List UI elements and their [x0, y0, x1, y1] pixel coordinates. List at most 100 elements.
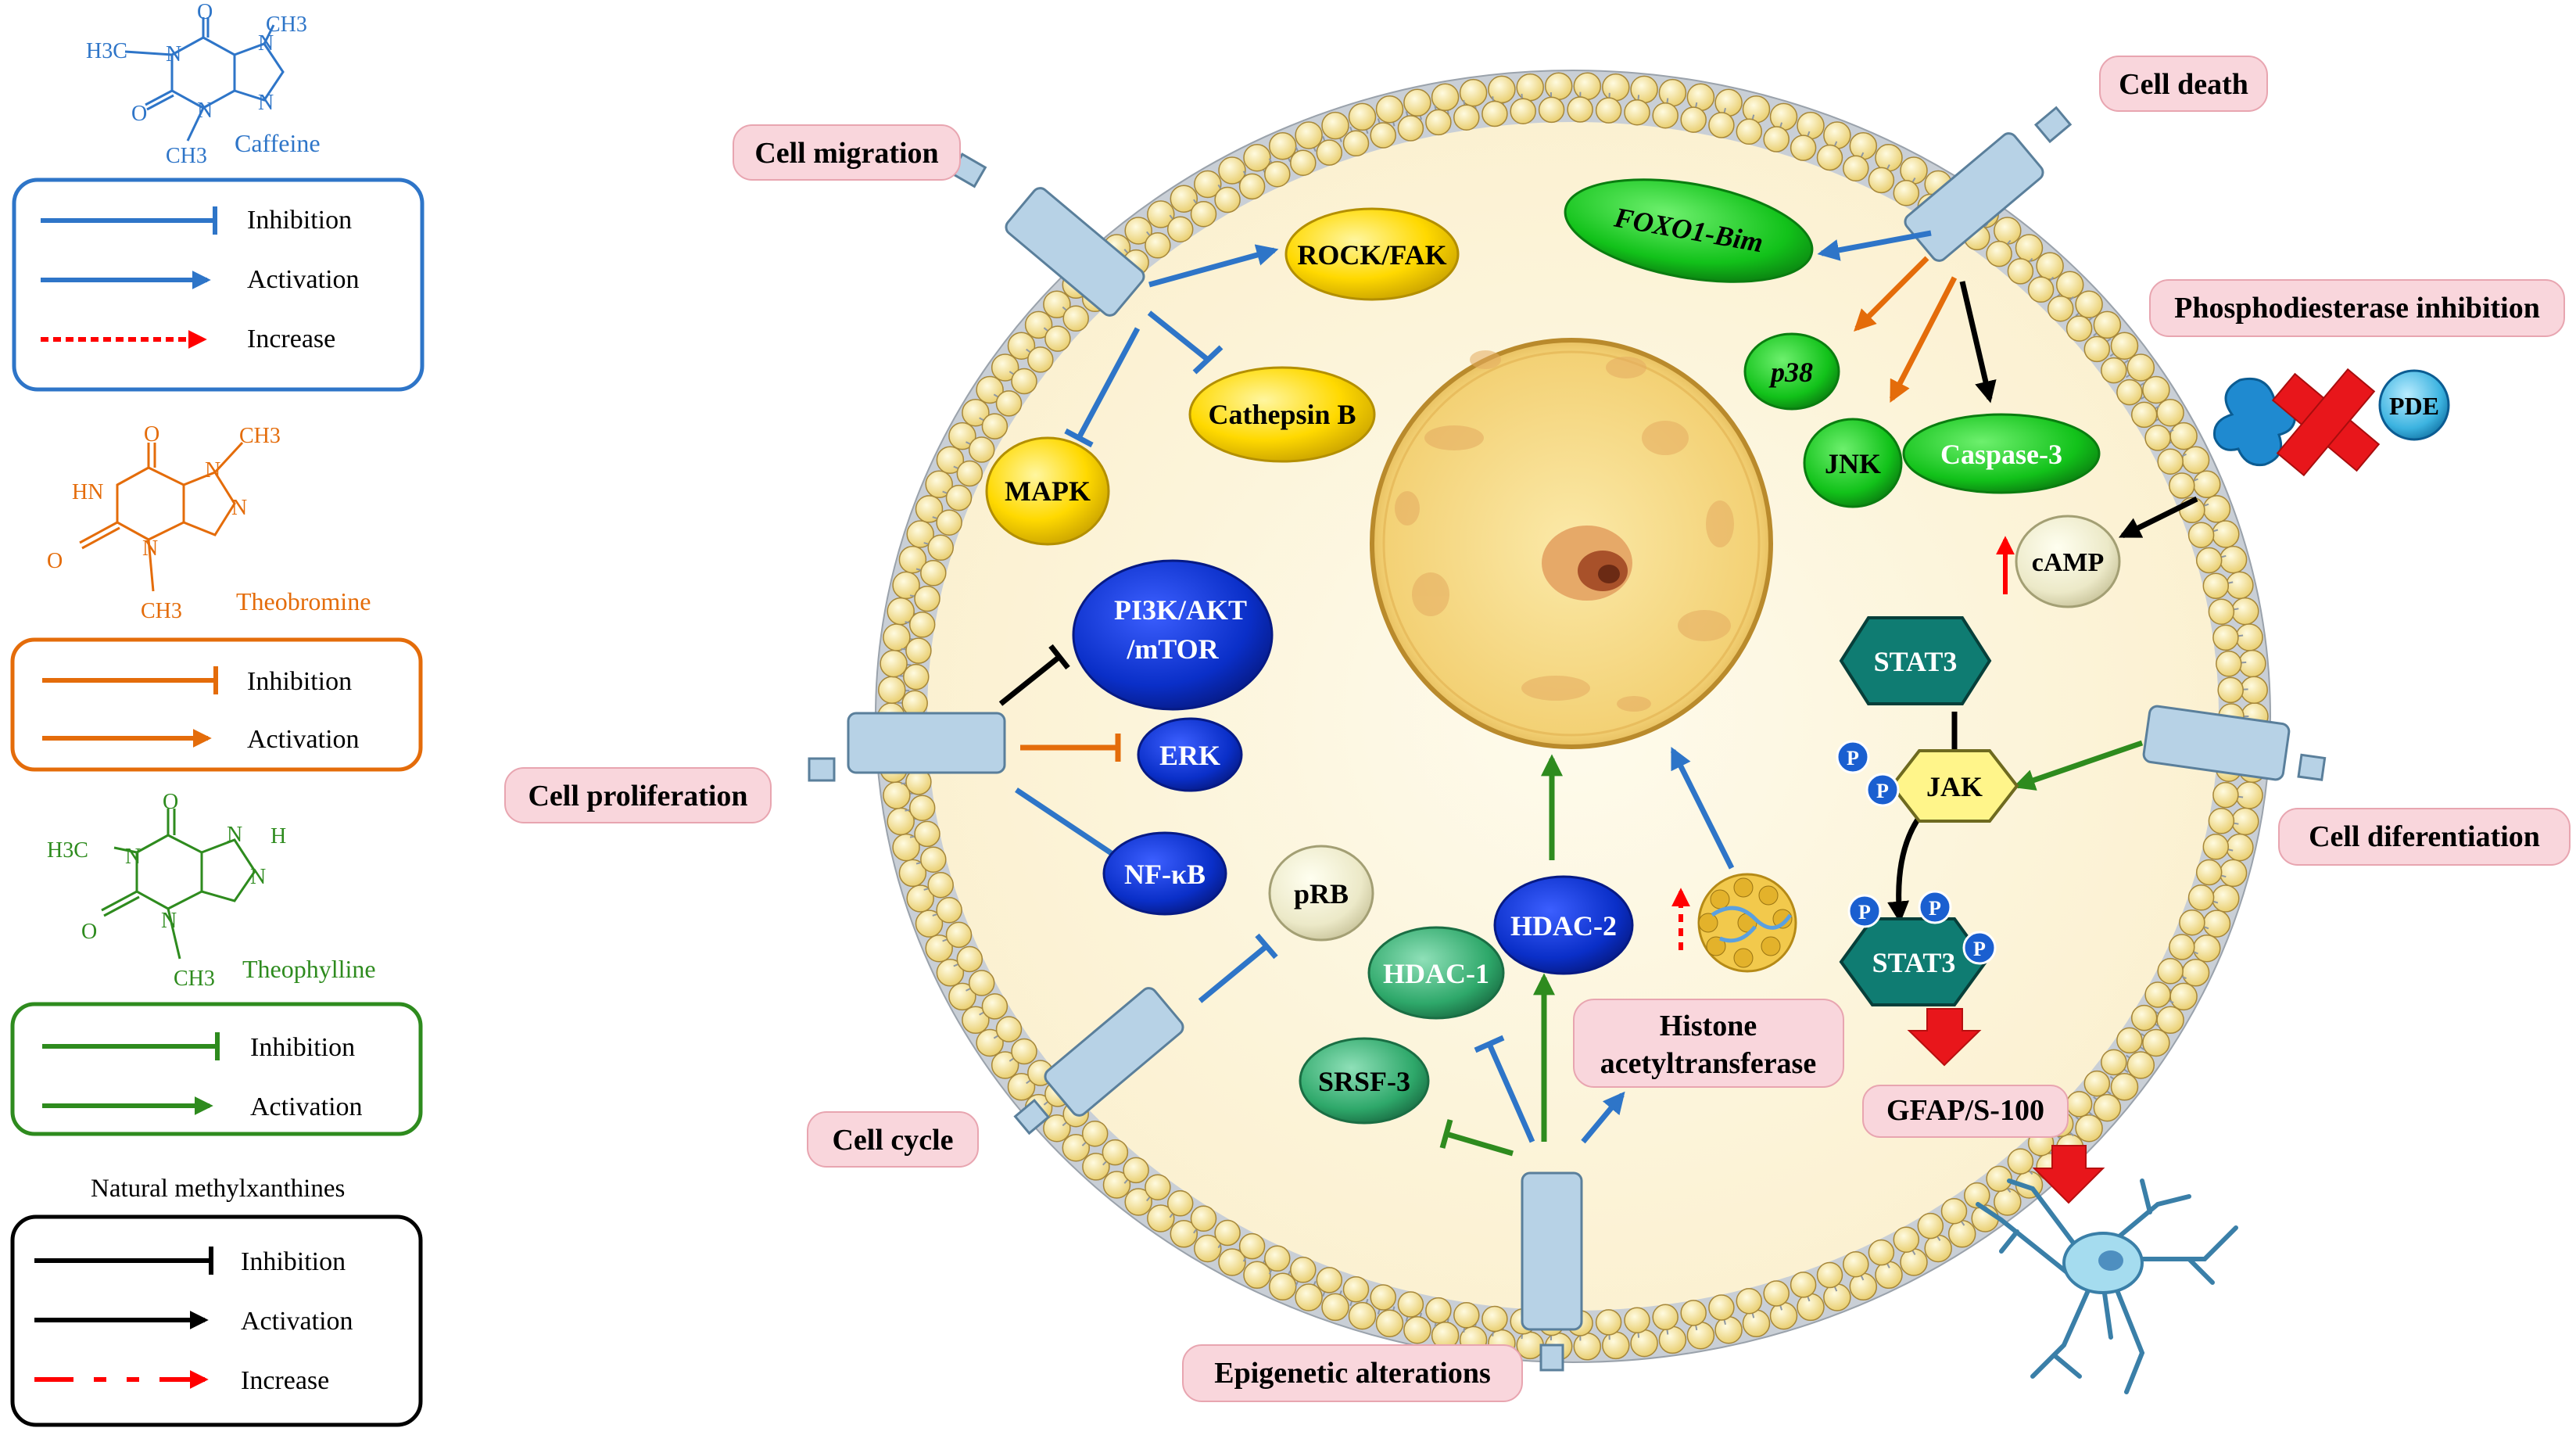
- phospho-label-1: P: [1847, 747, 1859, 770]
- nucleolus: [1542, 526, 1632, 601]
- svg-text:STAT3: STAT3: [1874, 646, 1958, 677]
- lipid-head: [2093, 1093, 2122, 1122]
- lipid-head: [2101, 357, 2127, 384]
- lipid-head: [1243, 143, 1271, 172]
- lipid-head: [1630, 75, 1658, 104]
- lipid-head: [1964, 1182, 1990, 1209]
- lipid-head: [1714, 88, 1743, 117]
- lipid-head: [2055, 271, 2084, 300]
- lipid-head: [2226, 571, 2254, 600]
- lipid-head: [1124, 1188, 1152, 1216]
- theophylline-o-left-label: O: [81, 920, 97, 944]
- lipid-head: [1145, 232, 1171, 259]
- svg-text:ERK: ERK: [1159, 740, 1220, 771]
- lipid-head: [2156, 1006, 2184, 1035]
- lipid-head: [906, 520, 934, 548]
- lipid-head: [2157, 958, 2184, 985]
- theophylline-o-top-label: O: [163, 790, 178, 814]
- lipid-head: [1459, 78, 1488, 107]
- natural-legend: Inhibition Activation Increase: [34, 1247, 353, 1395]
- caffeine-name-label: Caffeine: [235, 129, 321, 157]
- lipid-head: [1218, 1248, 1246, 1276]
- theobromine-n9-label: N: [231, 496, 247, 520]
- svg-text:cAMP: cAMP: [2032, 548, 2105, 577]
- lipid-head: [2036, 252, 2064, 280]
- lipid-head: [1321, 111, 1349, 140]
- lipid-head: [878, 676, 906, 704]
- lipid-head: [1947, 1220, 1976, 1248]
- lipid-head: [1652, 1304, 1679, 1331]
- receptor-cell-death: [1904, 106, 2073, 262]
- node-jak: JAK: [1890, 749, 2019, 823]
- lipid-head: [906, 884, 934, 913]
- lipid-head: [1790, 135, 1817, 161]
- lipid-head: [1348, 1301, 1377, 1330]
- lipid-head: [1425, 1297, 1452, 1324]
- lipid-head: [1007, 1073, 1036, 1101]
- lipid-head: [1510, 98, 1536, 124]
- label-phosphodiesterase-inhibition: Phosphodiesterase inhibition: [2149, 279, 2565, 337]
- svg-text:Histone: Histone: [1660, 1010, 1757, 1042]
- label-gfap-s100: GFAP/S-100: [1862, 1085, 2069, 1138]
- lipid-head: [1797, 1293, 1825, 1322]
- theobromine-name-label: Theobromine: [236, 587, 371, 615]
- theobromine-hn-label: HN: [72, 480, 103, 504]
- lipid-head: [1190, 1205, 1217, 1232]
- lipid-head: [914, 820, 940, 848]
- lipid-head: [1986, 240, 2012, 267]
- lipid-head: [1624, 1307, 1650, 1334]
- lipid-head: [1843, 155, 1869, 182]
- theophylline-n3-label: N: [161, 909, 177, 933]
- lipid-head: [2169, 934, 2195, 960]
- label-cell-migration: Cell migration: [733, 124, 961, 181]
- svg-text:Epigenetic alterations: Epigenetic alterations: [1214, 1357, 1491, 1390]
- lipid-head: [1238, 1232, 1266, 1260]
- lipid-head: [2007, 258, 2034, 285]
- lipid-head: [2202, 834, 2230, 860]
- lipid-head: [1790, 1272, 1817, 1298]
- lipid-head: [1007, 332, 1036, 360]
- caffeine-activation-label: Activation: [247, 265, 360, 294]
- lipid-head: [1994, 1188, 2022, 1216]
- natural-methylxanthines-title: Natural methylxanthines: [91, 1175, 345, 1203]
- theobromine-structure: [79, 441, 244, 592]
- lipid-head: [2144, 425, 2171, 451]
- theophylline-ch3-bottom-label: CH3: [174, 967, 215, 991]
- lipid-head: [1763, 1280, 1790, 1307]
- svg-text:Cell cycle: Cell cycle: [832, 1124, 953, 1157]
- node-caspase3: Caspase-3: [1902, 413, 2101, 494]
- caffeine-legend-box: [12, 178, 425, 392]
- lipid-head: [1538, 96, 1565, 124]
- phospho-label-4: P: [1929, 897, 1941, 920]
- lipid-head: [2212, 624, 2239, 651]
- theophylline-n7-label: N: [227, 823, 242, 847]
- phospho-label-3: P: [1858, 901, 1871, 924]
- caffeine-increase-label: Increase: [247, 325, 335, 353]
- lipid-head: [927, 871, 954, 899]
- lipid-head: [1397, 115, 1424, 142]
- lipid-head: [1214, 186, 1241, 213]
- theobromine-o-left-label: O: [47, 549, 63, 573]
- theobromine-ch3-top-label: CH3: [239, 424, 281, 448]
- lipid-head: [1102, 1139, 1129, 1166]
- lipid-head: [1868, 1239, 1895, 1266]
- lipid-head: [1342, 130, 1370, 157]
- lipid-head: [2142, 375, 2170, 404]
- node-hdac1: HDAC-1: [1367, 926, 1505, 1020]
- lipid-head: [1602, 1331, 1630, 1360]
- node-mapk: MAPK: [985, 436, 1110, 546]
- caffeine-ch3-bottom-label: CH3: [166, 144, 207, 168]
- caffeine-legend: Inhibition Activation Increase: [41, 206, 360, 353]
- svg-text:/mTOR: /mTOR: [1126, 633, 1219, 665]
- lipid-head: [2169, 422, 2198, 450]
- lipid-head: [991, 353, 1019, 382]
- lipid-head: [1736, 1287, 1763, 1315]
- theophylline-name-label: Theophylline: [242, 955, 376, 983]
- lipid-head: [1708, 1294, 1735, 1321]
- lipid-head: [1321, 1293, 1349, 1322]
- caffeine-structure: [124, 17, 285, 142]
- lipid-head: [2126, 1051, 2155, 1079]
- lipid-head: [2075, 1114, 2103, 1143]
- label-histone-acetyltransferase: Histone acetyltransferase: [1573, 999, 1844, 1088]
- caffeine-n3-label: N: [197, 99, 213, 123]
